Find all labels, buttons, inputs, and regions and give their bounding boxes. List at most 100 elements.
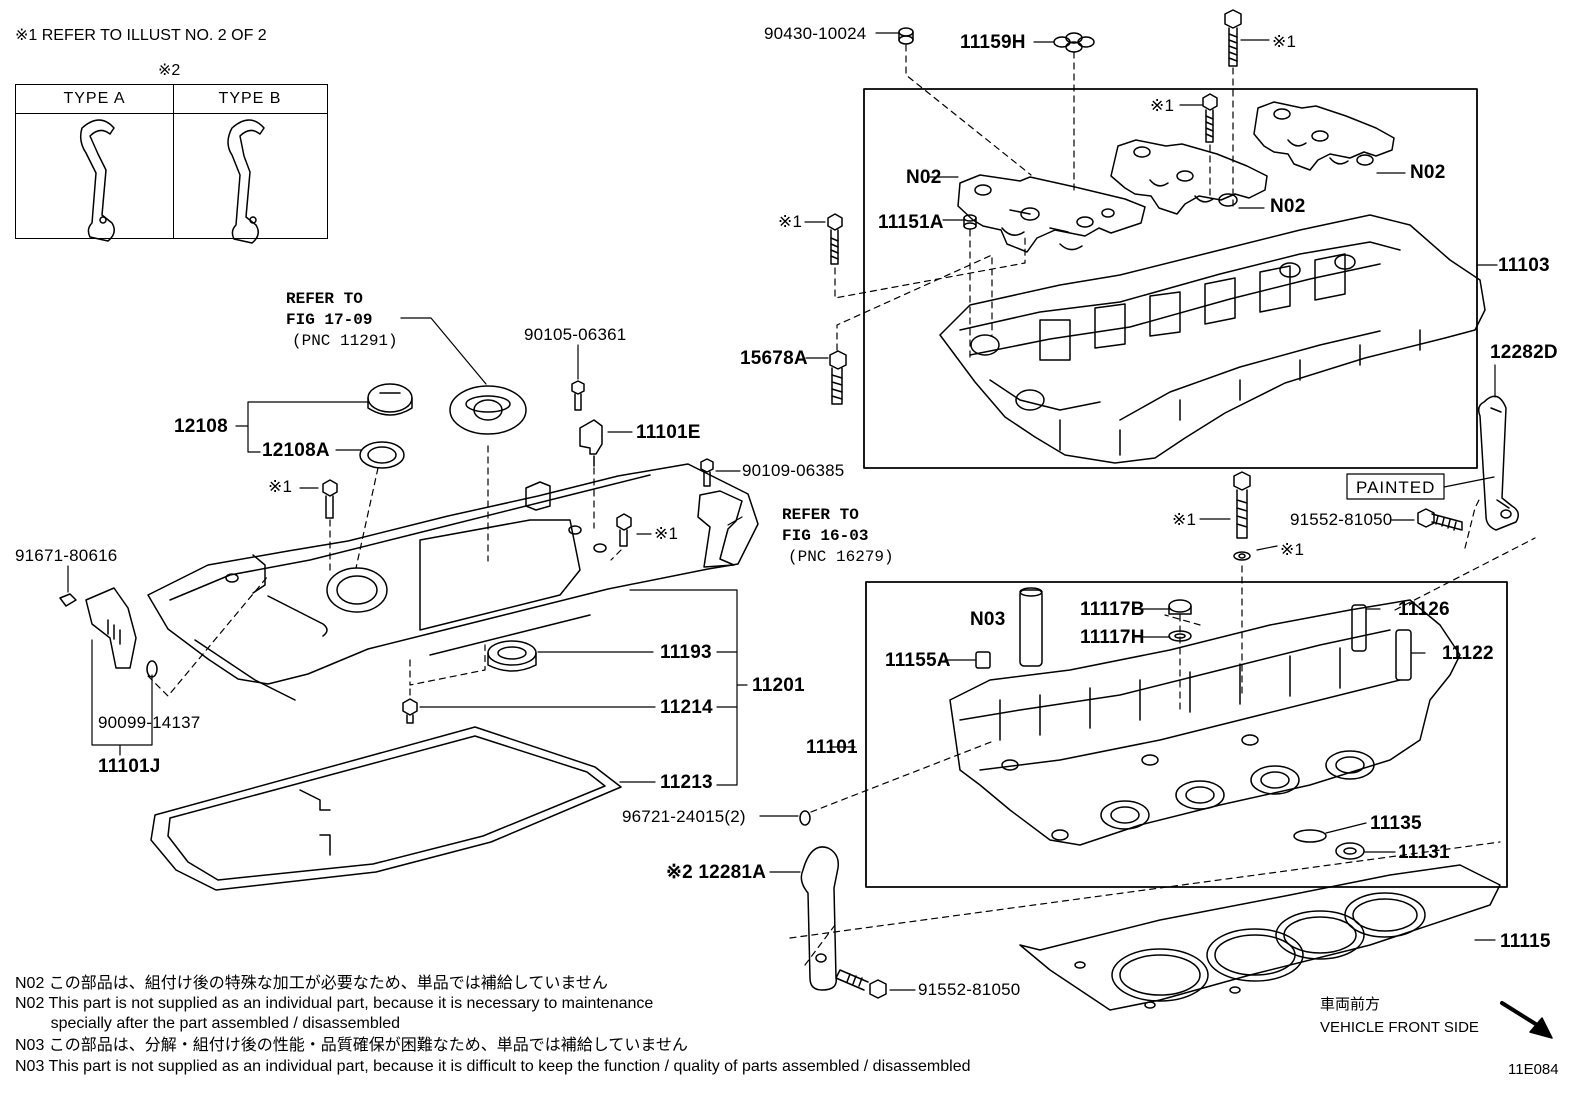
type-a-header: TYPE A bbox=[16, 85, 173, 114]
label-12281A[interactable]: ※2 12281A bbox=[666, 862, 767, 883]
footnote-n02-jp: N02 この部品は、組付け後の特殊な加工が必要なため、単品では補給していません bbox=[15, 975, 608, 992]
label-11103[interactable]: 11103 bbox=[1498, 255, 1550, 276]
guide-11126 bbox=[1351, 604, 1367, 652]
bolt-11214 bbox=[402, 698, 418, 724]
leader-painted bbox=[1443, 476, 1495, 488]
oil-cap-gasket-12108A bbox=[359, 441, 405, 469]
label-N03[interactable]: N03 bbox=[970, 609, 1006, 630]
head-bolt bbox=[1233, 471, 1251, 561]
cam-cap-middle bbox=[1110, 139, 1268, 215]
label-11151A[interactable]: 11151A bbox=[878, 212, 944, 233]
footnote-n02-en: N02 This part is not supplied as an indi… bbox=[15, 995, 654, 1012]
bolt-top bbox=[1224, 9, 1242, 67]
label-11201[interactable]: 11201 bbox=[752, 675, 805, 696]
cam-cap-left bbox=[957, 174, 1146, 253]
leaders-upper bbox=[804, 32, 1498, 359]
label-11101[interactable]: 11101 bbox=[806, 737, 858, 758]
footnote-n03-jp: N03 この部品は、分解・組付け後の性能・品質確保が困難なため、単品では補給して… bbox=[15, 1037, 688, 1054]
dashed-upper bbox=[834, 44, 1234, 361]
ring-96721 bbox=[799, 810, 811, 826]
cylinder-head-drawing bbox=[949, 599, 1461, 846]
seal-11135 bbox=[1293, 829, 1327, 843]
label-91552-81050-upper[interactable]: 91552-81050 bbox=[1290, 510, 1393, 529]
label-11101J[interactable]: 11101J bbox=[98, 756, 161, 777]
illustration-number: 11E084 bbox=[1508, 1061, 1559, 1078]
painted-label: PAINTED bbox=[1356, 478, 1436, 497]
label-91671-80616[interactable]: 91671-80616 bbox=[15, 546, 118, 565]
refer-fig-17-09[interactable]: REFER TO FIG 17-09 bbox=[286, 290, 373, 329]
pin-11151A bbox=[963, 214, 977, 230]
lift-bracket-12281A bbox=[800, 846, 840, 991]
label-90105-06361[interactable]: 90105-06361 bbox=[524, 325, 627, 344]
label-12282D[interactable]: 12282D bbox=[1490, 342, 1558, 363]
emblem-cover bbox=[449, 385, 527, 435]
label-11213[interactable]: 11213 bbox=[660, 772, 713, 793]
label-12108A[interactable]: 12108A bbox=[262, 440, 330, 461]
plug-11117B bbox=[1168, 599, 1192, 615]
label-star-head-washer: ※1 bbox=[1280, 540, 1305, 559]
bolt-left-housing bbox=[827, 213, 843, 265]
label-N02-left[interactable]: N02 bbox=[906, 167, 942, 188]
refer-fig-16-03[interactable]: REFER TO FIG 16-03 bbox=[782, 506, 869, 545]
lift-bracket-12282D bbox=[1477, 395, 1519, 531]
plug-90430 bbox=[898, 27, 914, 45]
label-90099-14137[interactable]: 90099-14137 bbox=[98, 713, 201, 732]
label-11117B[interactable]: 11117B bbox=[1080, 599, 1145, 620]
label-15678A[interactable]: 15678A bbox=[740, 348, 808, 369]
cam-cap-right bbox=[1253, 101, 1395, 171]
label-11117H[interactable]: 11117H bbox=[1080, 627, 1145, 648]
cylinder-head-box bbox=[865, 581, 1508, 888]
label-11214[interactable]: 11214 bbox=[660, 697, 713, 718]
label-90109-06385[interactable]: 90109-06385 bbox=[742, 461, 845, 480]
label-11155A[interactable]: 11155A bbox=[885, 650, 951, 671]
label-N02-right[interactable]: N02 bbox=[1410, 162, 1446, 183]
label-11135[interactable]: 11135 bbox=[1370, 813, 1422, 834]
painted-box bbox=[1346, 473, 1445, 500]
bolt-91552-b bbox=[835, 969, 887, 999]
label-N02-middle[interactable]: N02 bbox=[1270, 196, 1306, 217]
label-star-cover-bolt: ※1 bbox=[268, 477, 293, 496]
label-star-cap-bolt: ※1 bbox=[1150, 96, 1175, 115]
guide-11122 bbox=[1395, 629, 1412, 681]
bolt-90109 bbox=[700, 458, 714, 487]
gasket-11213-drawing bbox=[150, 726, 622, 891]
label-star-left-bolt: ※1 bbox=[778, 212, 803, 231]
label-11126[interactable]: 11126 bbox=[1398, 599, 1450, 620]
type-table-divider bbox=[173, 85, 174, 238]
head-gasket-drawing bbox=[1019, 864, 1501, 1011]
bolt-91552-a bbox=[1417, 508, 1463, 531]
label-11131[interactable]: 11131 bbox=[1398, 842, 1450, 863]
gasket-11159H bbox=[1053, 32, 1095, 53]
dashed-cover bbox=[147, 445, 622, 697]
front-side-jp: 車両前方 bbox=[1320, 996, 1381, 1013]
type-table: TYPE A TYPE B bbox=[15, 84, 328, 239]
bracket-16279 bbox=[697, 490, 743, 568]
label-11115[interactable]: 11115 bbox=[1500, 931, 1551, 952]
type-note-mark: ※2 bbox=[158, 62, 181, 79]
refer-note: ※1 REFER TO ILLUST NO. 2 OF 2 bbox=[15, 27, 267, 44]
label-star-head-bolt: ※1 bbox=[1172, 510, 1197, 529]
label-11159H[interactable]: 11159H bbox=[960, 32, 1026, 53]
label-91552-81050-lower[interactable]: 91552-81050 bbox=[918, 980, 1021, 999]
leaders-head bbox=[759, 608, 1426, 853]
bolt-cap-middle bbox=[1202, 93, 1218, 143]
label-star-cover-bolt-2: ※1 bbox=[654, 524, 679, 543]
label-12108[interactable]: 12108 bbox=[174, 416, 228, 437]
footnote-n02-en-cont: specially after the part assembled / dis… bbox=[15, 1015, 401, 1032]
label-96721-24015[interactable]: 96721-24015(2) bbox=[622, 807, 746, 826]
label-11193[interactable]: 11193 bbox=[660, 642, 712, 663]
bolt-cover-1 bbox=[322, 479, 338, 519]
label-11122[interactable]: 11122 bbox=[1442, 643, 1494, 664]
type-a-hook bbox=[79, 119, 115, 242]
ocv-11101J bbox=[59, 587, 137, 669]
label-11101E[interactable]: 11101E bbox=[636, 422, 701, 443]
label-star-top-bolt: ※1 bbox=[1272, 32, 1297, 51]
leaders-cover bbox=[67, 317, 748, 786]
label-90430-10024[interactable]: 90430-10024 bbox=[764, 24, 867, 43]
bolt-cover-2 bbox=[616, 513, 632, 547]
type-b-hook bbox=[227, 119, 265, 244]
front-arrow bbox=[1500, 1001, 1544, 1030]
pipe-N03 bbox=[1019, 587, 1043, 667]
sensor-11101E bbox=[579, 419, 603, 467]
